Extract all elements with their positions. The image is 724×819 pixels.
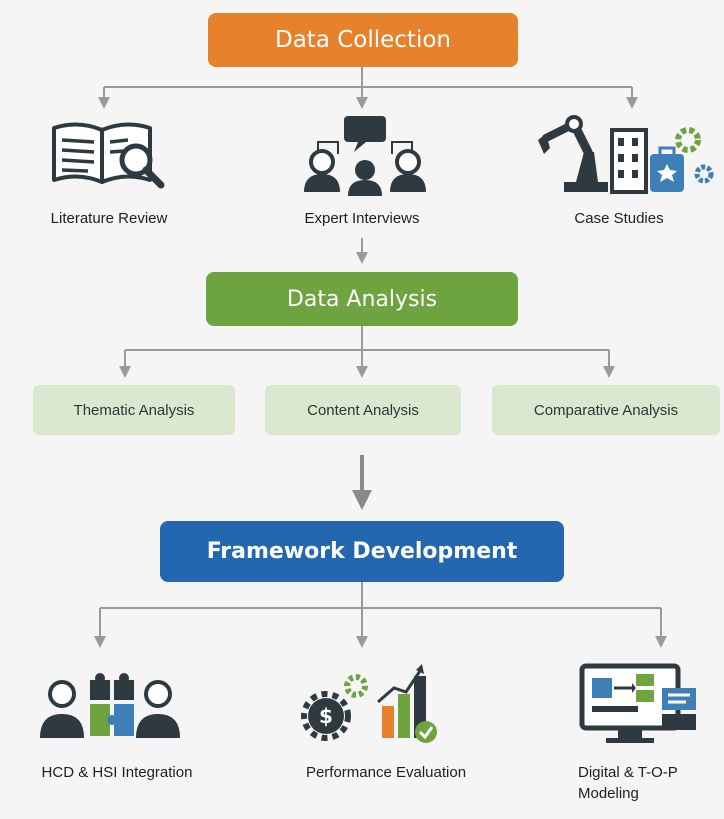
digital-top-modeling-label: Digital & T-O-P Modeling <box>578 764 678 802</box>
data-collection-box: Data Collection <box>208 13 518 67</box>
gear-bar-chart-icon: $ <box>301 664 437 743</box>
monitor-workflow-icon <box>579 663 696 743</box>
hcd-hsi-integration-label: HCD & HSI Integration <box>41 764 193 781</box>
data-analysis-title: Data Analysis <box>286 286 438 312</box>
performance-evaluation-label: Performance Evaluation <box>305 764 467 781</box>
thematic-analysis-box: Thematic Analysis <box>33 385 235 435</box>
framework-development-title: Framework Development <box>206 539 518 564</box>
team-puzzle-icon <box>40 673 180 738</box>
comparative-analysis-box: Comparative Analysis <box>492 385 720 435</box>
comparative-analysis-label: Comparative Analysis <box>533 401 679 419</box>
content-analysis-label: Content Analysis <box>307 401 419 419</box>
content-analysis-box: Content Analysis <box>265 385 461 435</box>
robot-arm-factory-icon <box>538 115 714 194</box>
expert-interviews-label: Expert Interviews <box>304 210 420 227</box>
thematic-analysis-label: Thematic Analysis <box>73 401 195 419</box>
people-chat-icon <box>304 116 426 196</box>
data-analysis-box: Data Analysis <box>206 272 518 326</box>
literature-review-label: Literature Review <box>50 210 168 227</box>
book-magnifier-icon <box>52 122 165 189</box>
svg-text:$: $ <box>319 704 333 728</box>
case-studies-label: Case Studies <box>574 210 664 227</box>
data-collection-title: Data Collection <box>275 27 451 53</box>
framework-development-box: Framework Development <box>160 521 564 582</box>
